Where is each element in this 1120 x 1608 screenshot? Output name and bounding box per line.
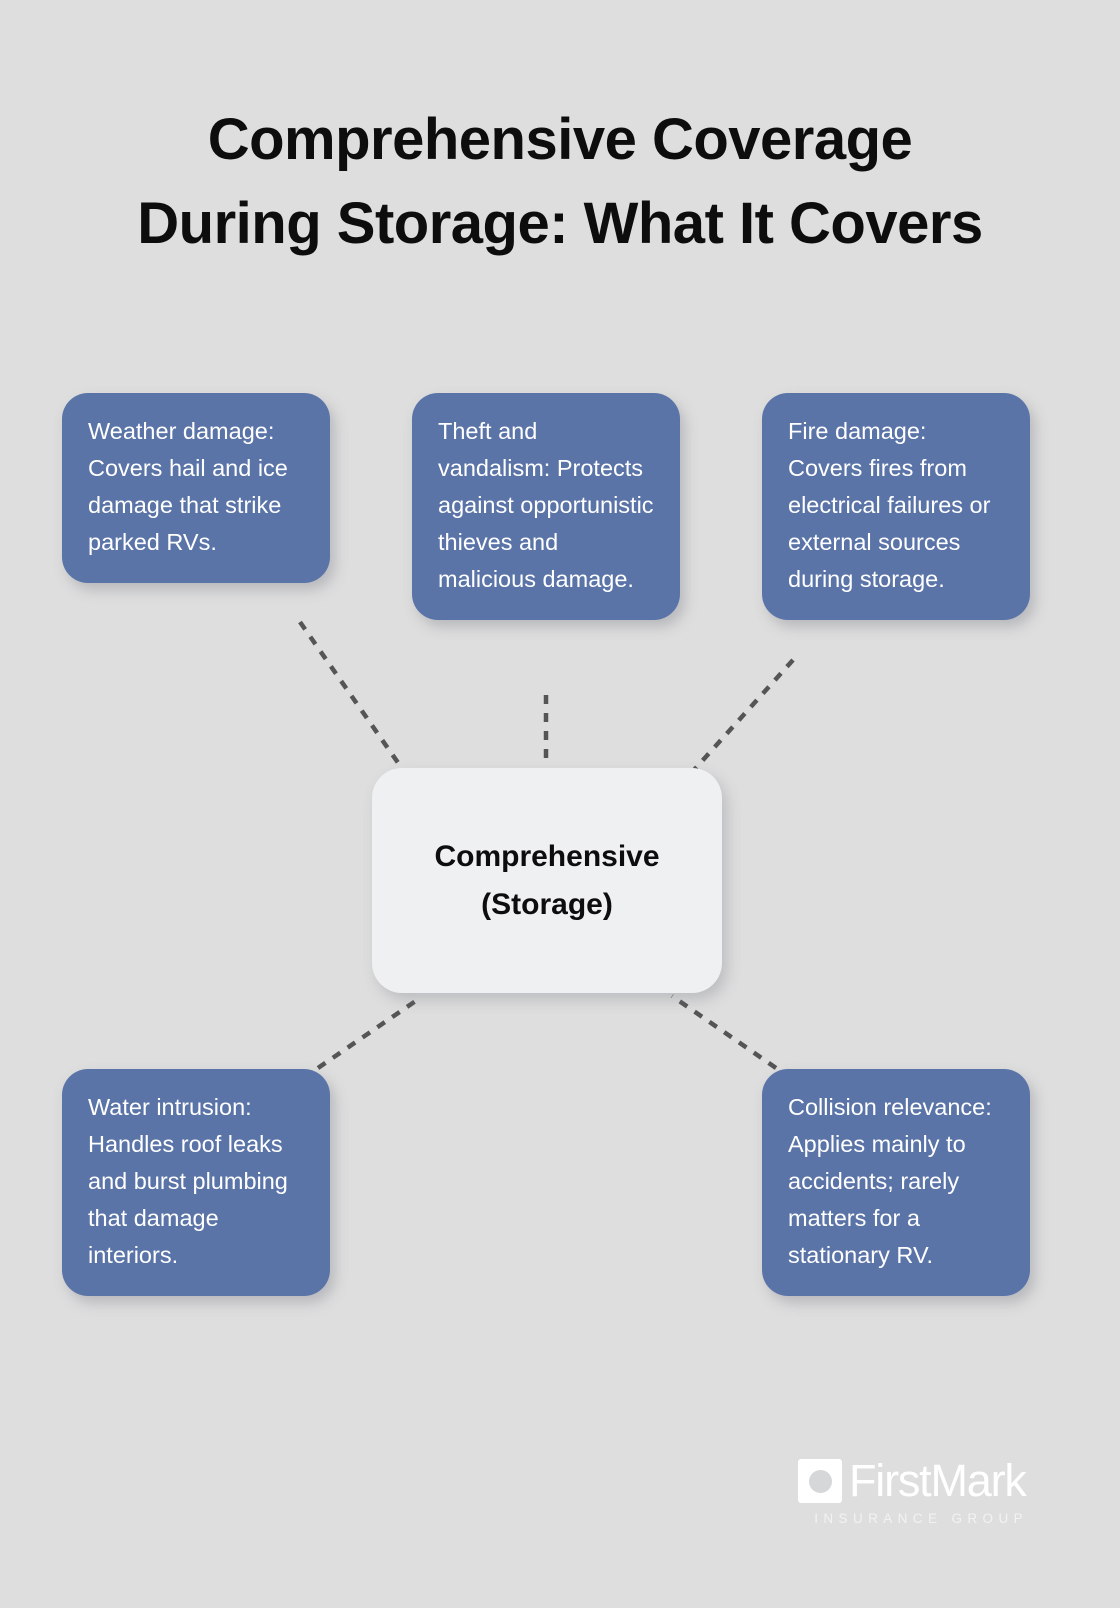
brand-logo: FirstMark INSURANCE GROUP (798, 1458, 1030, 1536)
brand-tagline: INSURANCE GROUP (814, 1511, 1028, 1526)
page-title-line-1: Comprehensive Coverage (207, 107, 913, 172)
node-weather-damage[interactable]: Weather damage: Covers hail and ice dama… (62, 393, 330, 583)
node-fire-damage[interactable]: Fire damage: Covers fires from electrica… (762, 393, 1030, 620)
node-water-intrusion-label: Water intrusion: Handles roof leaks and … (88, 1094, 288, 1268)
node-weather-damage-label: Weather damage: Covers hail and ice dama… (88, 418, 288, 555)
center-node-comprehensive-storage[interactable]: Comprehensive (Storage) (372, 768, 722, 993)
connector-collision-to-center (670, 994, 778, 1070)
connector-water-to-center (316, 996, 422, 1070)
center-node-label-line-1: Comprehensive (434, 839, 660, 873)
connector-weather-to-center (298, 620, 419, 792)
center-node-label-line-2: (Storage) (481, 887, 613, 921)
brand-name: FirstMark (849, 1455, 1027, 1506)
node-collision-relevance-label: Collision relevance: Applies mainly to a… (788, 1094, 992, 1268)
page-title-line-2: During Storage: What It Covers (137, 191, 983, 256)
node-theft-vandalism[interactable]: Theft and vandalism: Protects against op… (412, 393, 680, 620)
node-fire-damage-label: Fire damage: Covers fires from electrica… (788, 418, 991, 592)
node-theft-vandalism-label: Theft and vandalism: Protects against op… (438, 418, 654, 592)
center-node-label: Comprehensive (Storage) (412, 833, 681, 929)
page-title: Comprehensive Coverage During Storage: W… (0, 98, 1120, 266)
firstmark-square-circle-icon (798, 1459, 842, 1503)
node-collision-relevance[interactable]: Collision relevance: Applies mainly to a… (762, 1069, 1030, 1296)
brand-logo-row: FirstMark (798, 1458, 1030, 1504)
node-water-intrusion[interactable]: Water intrusion: Handles roof leaks and … (62, 1069, 330, 1296)
